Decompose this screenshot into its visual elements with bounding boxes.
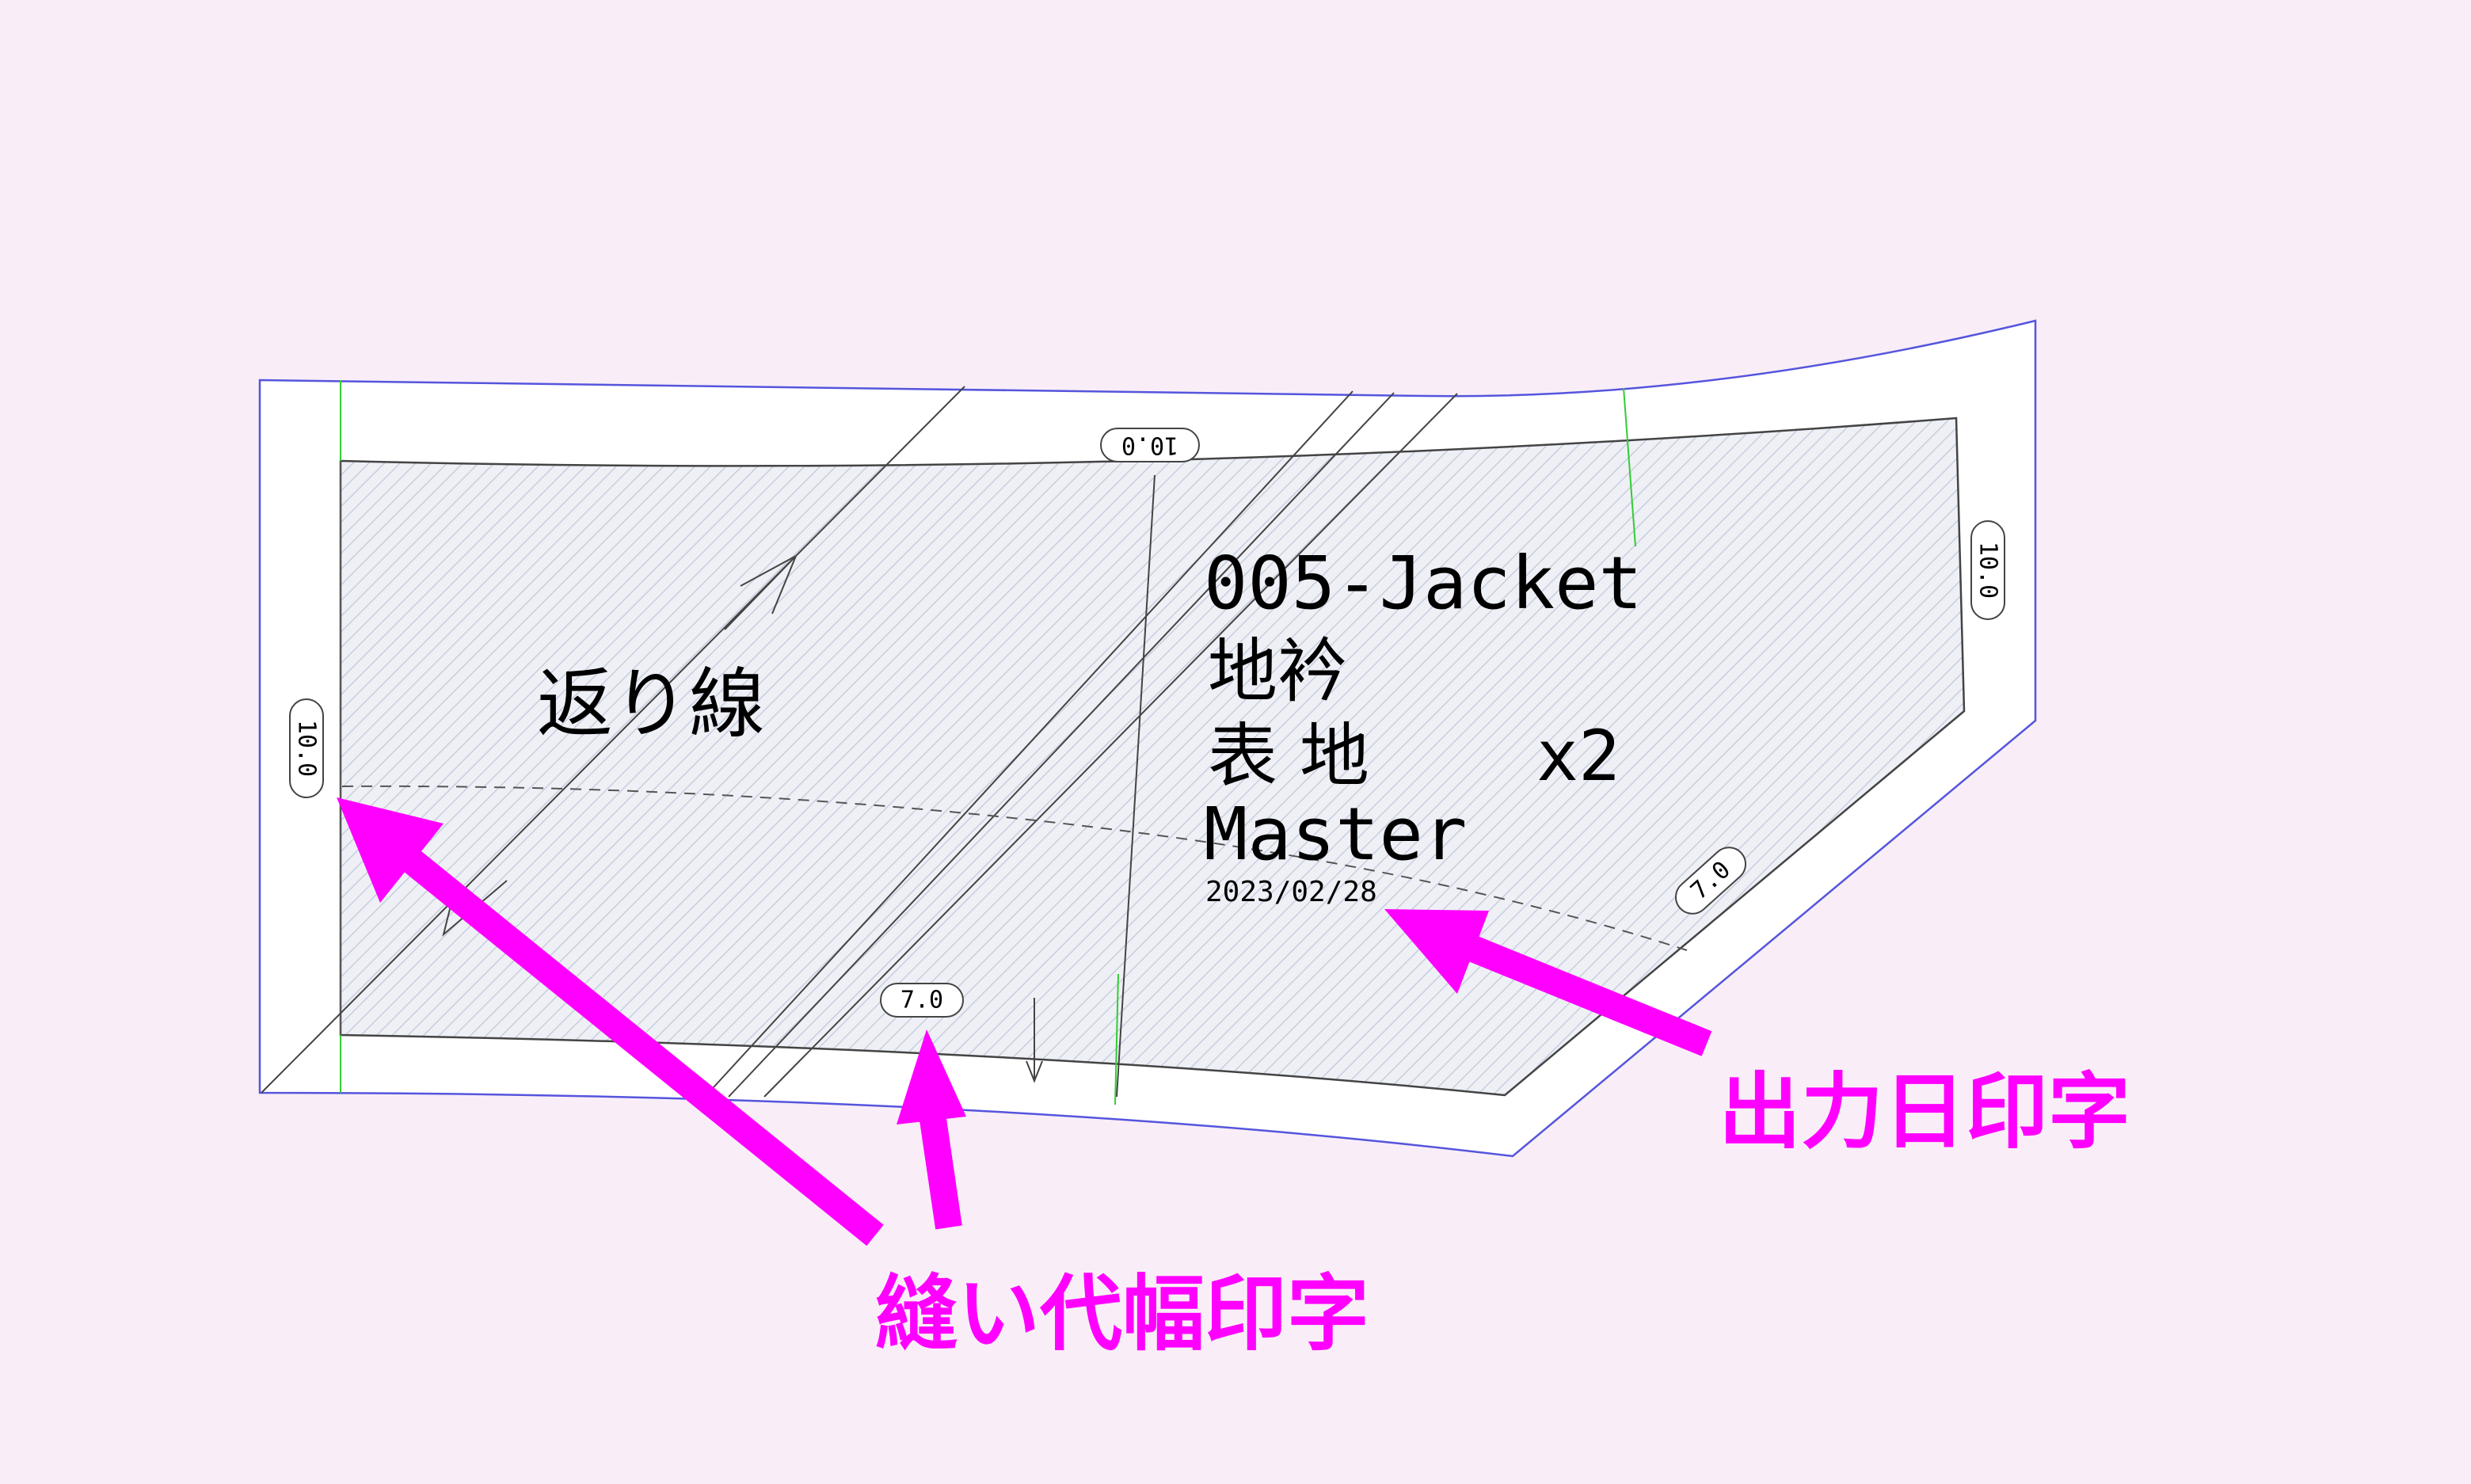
stitch-line [339, 417, 1966, 1097]
allowance-tag-bottom: 7.0 [880, 983, 964, 1018]
construction-lines [261, 386, 1458, 1098]
allowance-tag-left: 10.0 [289, 698, 324, 798]
svg-text:10.0: 10.0 [1974, 542, 2002, 599]
allowance-tag-top: 10.0 [1100, 428, 1200, 462]
allowance-tag-right: 10.0 [1970, 520, 2005, 620]
svg-text:10.0: 10.0 [293, 720, 321, 777]
svg-text:10.0: 10.0 [1121, 432, 1178, 459]
quantity: x2 [1536, 715, 1620, 797]
roll-line [341, 785, 1688, 951]
callout-arrows [337, 797, 1712, 1246]
svg-text:7.0: 7.0 [900, 987, 943, 1014]
notch-marks [340, 380, 1636, 1105]
output-date-callout: 出力日印字 [1719, 1064, 2130, 1160]
size-name: Master [1204, 792, 1467, 877]
part-name: 地衿 [1208, 630, 1347, 712]
seam-allowance-callout: 縫い代幅印字 [875, 1265, 1369, 1362]
grain-arrow-icon [442, 554, 1043, 1083]
fold-line-label: 返り線 [537, 660, 765, 748]
material-name: 表 地 [1208, 715, 1369, 797]
product-name: 005-Jacket [1204, 541, 1643, 626]
output-date: 2023/02/28 [1205, 876, 1377, 908]
